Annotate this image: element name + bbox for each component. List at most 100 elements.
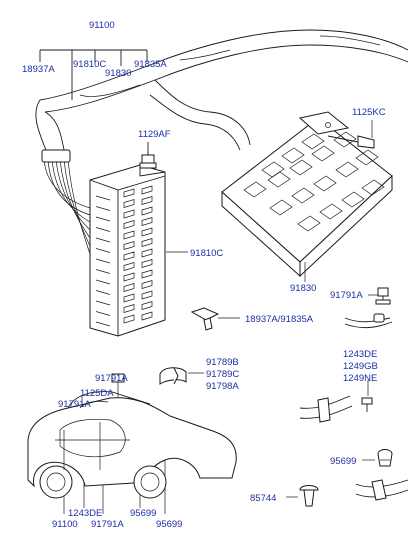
label-95699-right: 95699 <box>330 456 356 467</box>
label-95699-bottom-b: 95699 <box>156 519 182 530</box>
fuse-slot-side <box>95 227 111 232</box>
relay-socket <box>269 199 293 216</box>
relay-socket <box>301 133 325 150</box>
label-91830-box: 91830 <box>290 283 316 294</box>
label-85744: 85744 <box>250 493 276 504</box>
fuse-slot <box>123 272 135 282</box>
fuse-slot <box>141 196 153 205</box>
label-91830-top: 91830 <box>105 68 131 79</box>
label-91789b: 91789B <box>206 357 239 368</box>
relay-socket <box>355 149 379 166</box>
relay-socket <box>313 175 337 192</box>
fuse-slot-side <box>95 258 111 264</box>
label-18937a-91835a: 18937A/91835A <box>245 314 314 325</box>
fuse-slot <box>141 269 153 279</box>
fuse-18937a <box>190 307 220 331</box>
fuse-slot <box>141 301 153 310</box>
clip-91791a-mid <box>111 373 125 383</box>
relay-socket <box>289 159 313 176</box>
label-91835a-top: 91835A <box>134 59 167 70</box>
fuse-slot <box>141 311 153 321</box>
grommet-95699 <box>377 449 393 467</box>
wire-connector-right <box>344 313 393 329</box>
fuse-slot-side <box>95 311 111 316</box>
label-91100-bottom: 91100 <box>52 519 78 530</box>
fuse-slot <box>123 314 135 324</box>
bolt-1243de-right <box>361 397 373 412</box>
main-harness <box>35 29 409 161</box>
label-95699-bottom-a: 95699 <box>130 508 156 519</box>
fuse-slot <box>123 209 135 219</box>
fuse-slot <box>141 248 153 258</box>
harness-sleeve <box>41 149 71 163</box>
fuse-slot-side <box>95 300 111 306</box>
label-1243de: 1243DE <box>343 349 377 360</box>
harness-clip-right-upper <box>299 395 353 423</box>
fuse-slot-side <box>95 206 111 211</box>
fuse-slot <box>141 217 153 226</box>
fuse-slot <box>123 220 135 229</box>
fuse-slot <box>123 304 135 313</box>
fuse-slot <box>141 206 153 216</box>
relay-socket <box>243 181 267 198</box>
relay-socket <box>319 203 343 220</box>
screw-1129af <box>139 142 157 169</box>
fuse-slot-side <box>95 279 111 285</box>
fuse-slot <box>141 259 153 268</box>
relay-socket <box>267 171 291 188</box>
label-1125kc: 1125KC <box>352 107 386 118</box>
relay-slots <box>243 131 385 232</box>
label-91791a-car: 91791A <box>58 399 91 410</box>
label-1243de-bottom: 1243DE <box>68 508 102 519</box>
rivet-85744 <box>299 485 319 507</box>
fuse-slots <box>95 185 153 327</box>
fuse-slot <box>141 185 153 195</box>
fuse-slot <box>141 227 153 237</box>
label-1249gb: 1249GB <box>343 361 378 372</box>
label-91789c: 91789C <box>206 369 239 380</box>
vehicle-body <box>27 391 237 499</box>
fuse-slot <box>123 283 135 292</box>
label-91798a: 91798A <box>206 381 239 392</box>
fuse-slot-side <box>95 216 111 222</box>
relay-socket <box>297 215 321 232</box>
fuse-slot <box>123 199 135 208</box>
part-labels: 91100 18937A 91810C 91830 91835A 1125KC … <box>22 20 386 530</box>
clip-91791a-right <box>375 287 391 305</box>
fuse-slot-side <box>95 237 111 243</box>
relay-socket <box>261 161 285 178</box>
fuse-slot <box>141 290 153 300</box>
label-1125da: 1125DA <box>80 388 114 399</box>
fuse-slot-side <box>95 248 111 253</box>
label-1249ne: 1249NE <box>343 373 377 384</box>
harness-clip-right-lower <box>355 479 409 501</box>
fuse-slot <box>123 262 135 271</box>
relay-socket <box>281 147 305 164</box>
fuse-slot-side <box>95 269 111 274</box>
label-18937a-top: 18937A <box>22 64 55 75</box>
tie-strap-91789 <box>159 367 187 385</box>
relay-socket <box>361 179 385 196</box>
fuse-slot-side <box>95 290 111 295</box>
fuse-slot <box>123 230 135 240</box>
screw-1125kc <box>327 135 375 149</box>
label-91100-top: 91100 <box>89 20 115 31</box>
label-91791a-bottom: 91791A <box>91 519 124 530</box>
label-91791a-right: 91791A <box>330 290 363 301</box>
fuse-slot <box>123 251 135 261</box>
relay-socket <box>335 161 359 178</box>
fuse-slot <box>123 293 135 303</box>
fuse-slot <box>123 188 135 198</box>
label-91810c-box: 91810C <box>190 248 223 259</box>
relay-socket <box>291 187 315 204</box>
fuse-slot <box>141 238 153 247</box>
fuse-slot-side <box>95 195 111 201</box>
fuse-slot-side <box>95 321 111 327</box>
label-tree-91100 <box>39 49 148 100</box>
relay-socket <box>341 191 365 208</box>
label-1129af: 1129AF <box>138 129 171 140</box>
relay-socket <box>311 145 335 162</box>
fuse-slot <box>141 280 153 289</box>
